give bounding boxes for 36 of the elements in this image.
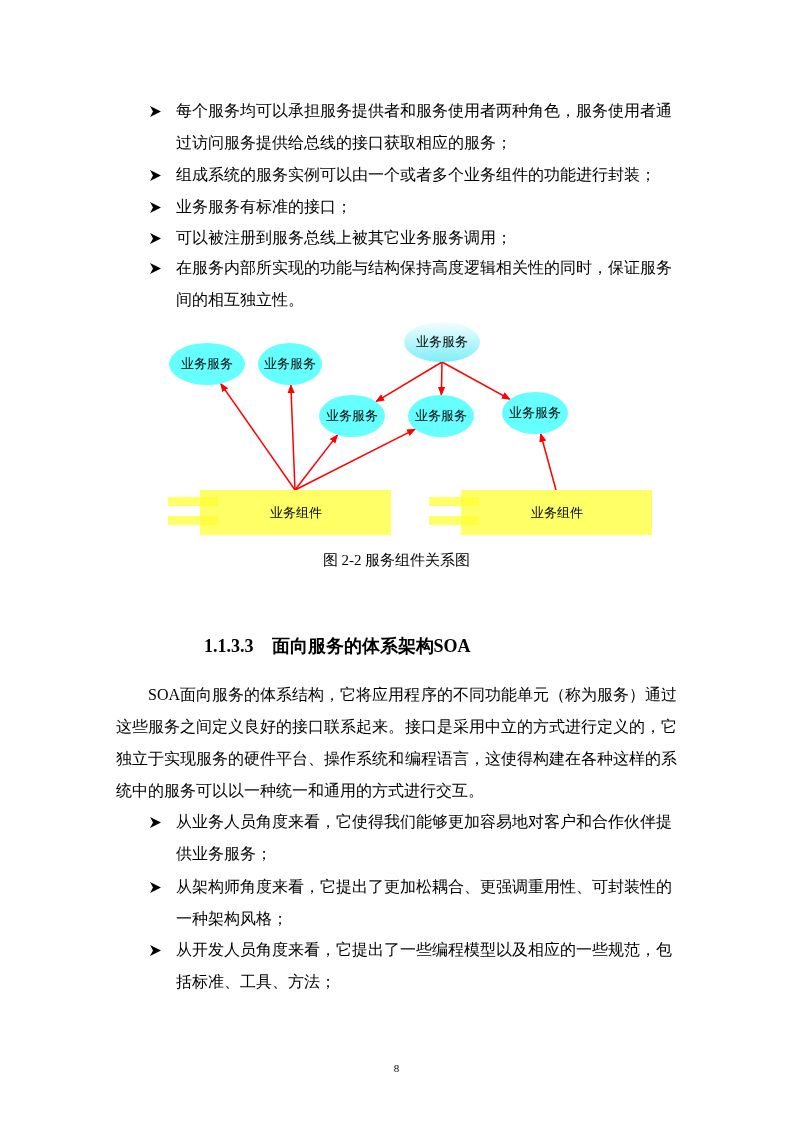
page-number: 8	[392, 1061, 401, 1076]
bullet-text: 从架构师角度来看，它提出了更加松耦合、更强调重用性、可封装性的一种架构风格；	[176, 877, 672, 929]
arrow	[294, 428, 416, 491]
node-label: 业务服务	[264, 355, 316, 373]
arrow	[219, 382, 296, 491]
service-ellipse	[258, 343, 322, 385]
arrow	[539, 432, 557, 491]
node-label: 业务服务	[509, 404, 561, 422]
bullet-text: 从业务人员角度来看，它使得我们能够更加容易地对客户和合作伙伴提供业务服务；	[176, 812, 672, 864]
service-ellipse	[404, 322, 480, 362]
node-label: 业务服务	[181, 355, 233, 373]
service-ellipse	[169, 343, 245, 385]
arrow	[441, 361, 511, 401]
node-label: 业务服务	[326, 407, 378, 425]
arrow	[294, 434, 339, 491]
node-label: 业务组件	[269, 503, 322, 522]
node-label: 业务服务	[416, 333, 468, 351]
bullet-text: 业务服务有标准的接口；	[176, 197, 353, 217]
arrow	[287, 384, 296, 491]
bullet-text: 从开发人员角度来看，它提出了一些编程模型以及相应的一些规范，包括标准、工具、方法；	[176, 940, 672, 992]
node-label: 业务服务	[415, 407, 467, 425]
bullet-text: 组成系统的服务实例可以由一个或者多个业务组件的功能进行封装；	[176, 165, 657, 185]
service-ellipse	[502, 392, 568, 434]
component-box	[429, 490, 652, 535]
service-ellipse	[408, 395, 474, 437]
component-box	[168, 490, 391, 535]
figure-caption: 图 2-2 服务组件关系图	[321, 551, 472, 570]
arrow	[375, 361, 443, 403]
arrow	[437, 361, 446, 396]
service-ellipse	[319, 395, 385, 437]
bullet-text: 每个服务均可以承担服务提供者和服务使用者两种角色，服务使用者通过访问服务提供给总线的接口获取相应的服务；	[176, 101, 672, 153]
body-paragraph: SOA面向服务的体系结构，它将应用程序的不同功能单元（称为服务）通过这些服务之间定义良好的接口联系起来。接口是采用中立的方式进行定义的，它独立于实现服务的硬件平台、操作系统和编程语言，这使得构建在各种这样的系统中的服务可以以一种统一和通用的方式进行交互。	[116, 685, 677, 801]
bullet-text: 在服务内部所实现的功能与结构保持高度逻辑相关性的同时，保证服务间的相互独立性。	[176, 258, 672, 310]
bullet-text: 可以被注册到服务总线上被其它业务服务调用；	[176, 228, 513, 248]
section-heading: 1.1.3.3 面向服务的体系架构SOA	[204, 635, 472, 658]
node-label: 业务组件	[530, 503, 583, 522]
